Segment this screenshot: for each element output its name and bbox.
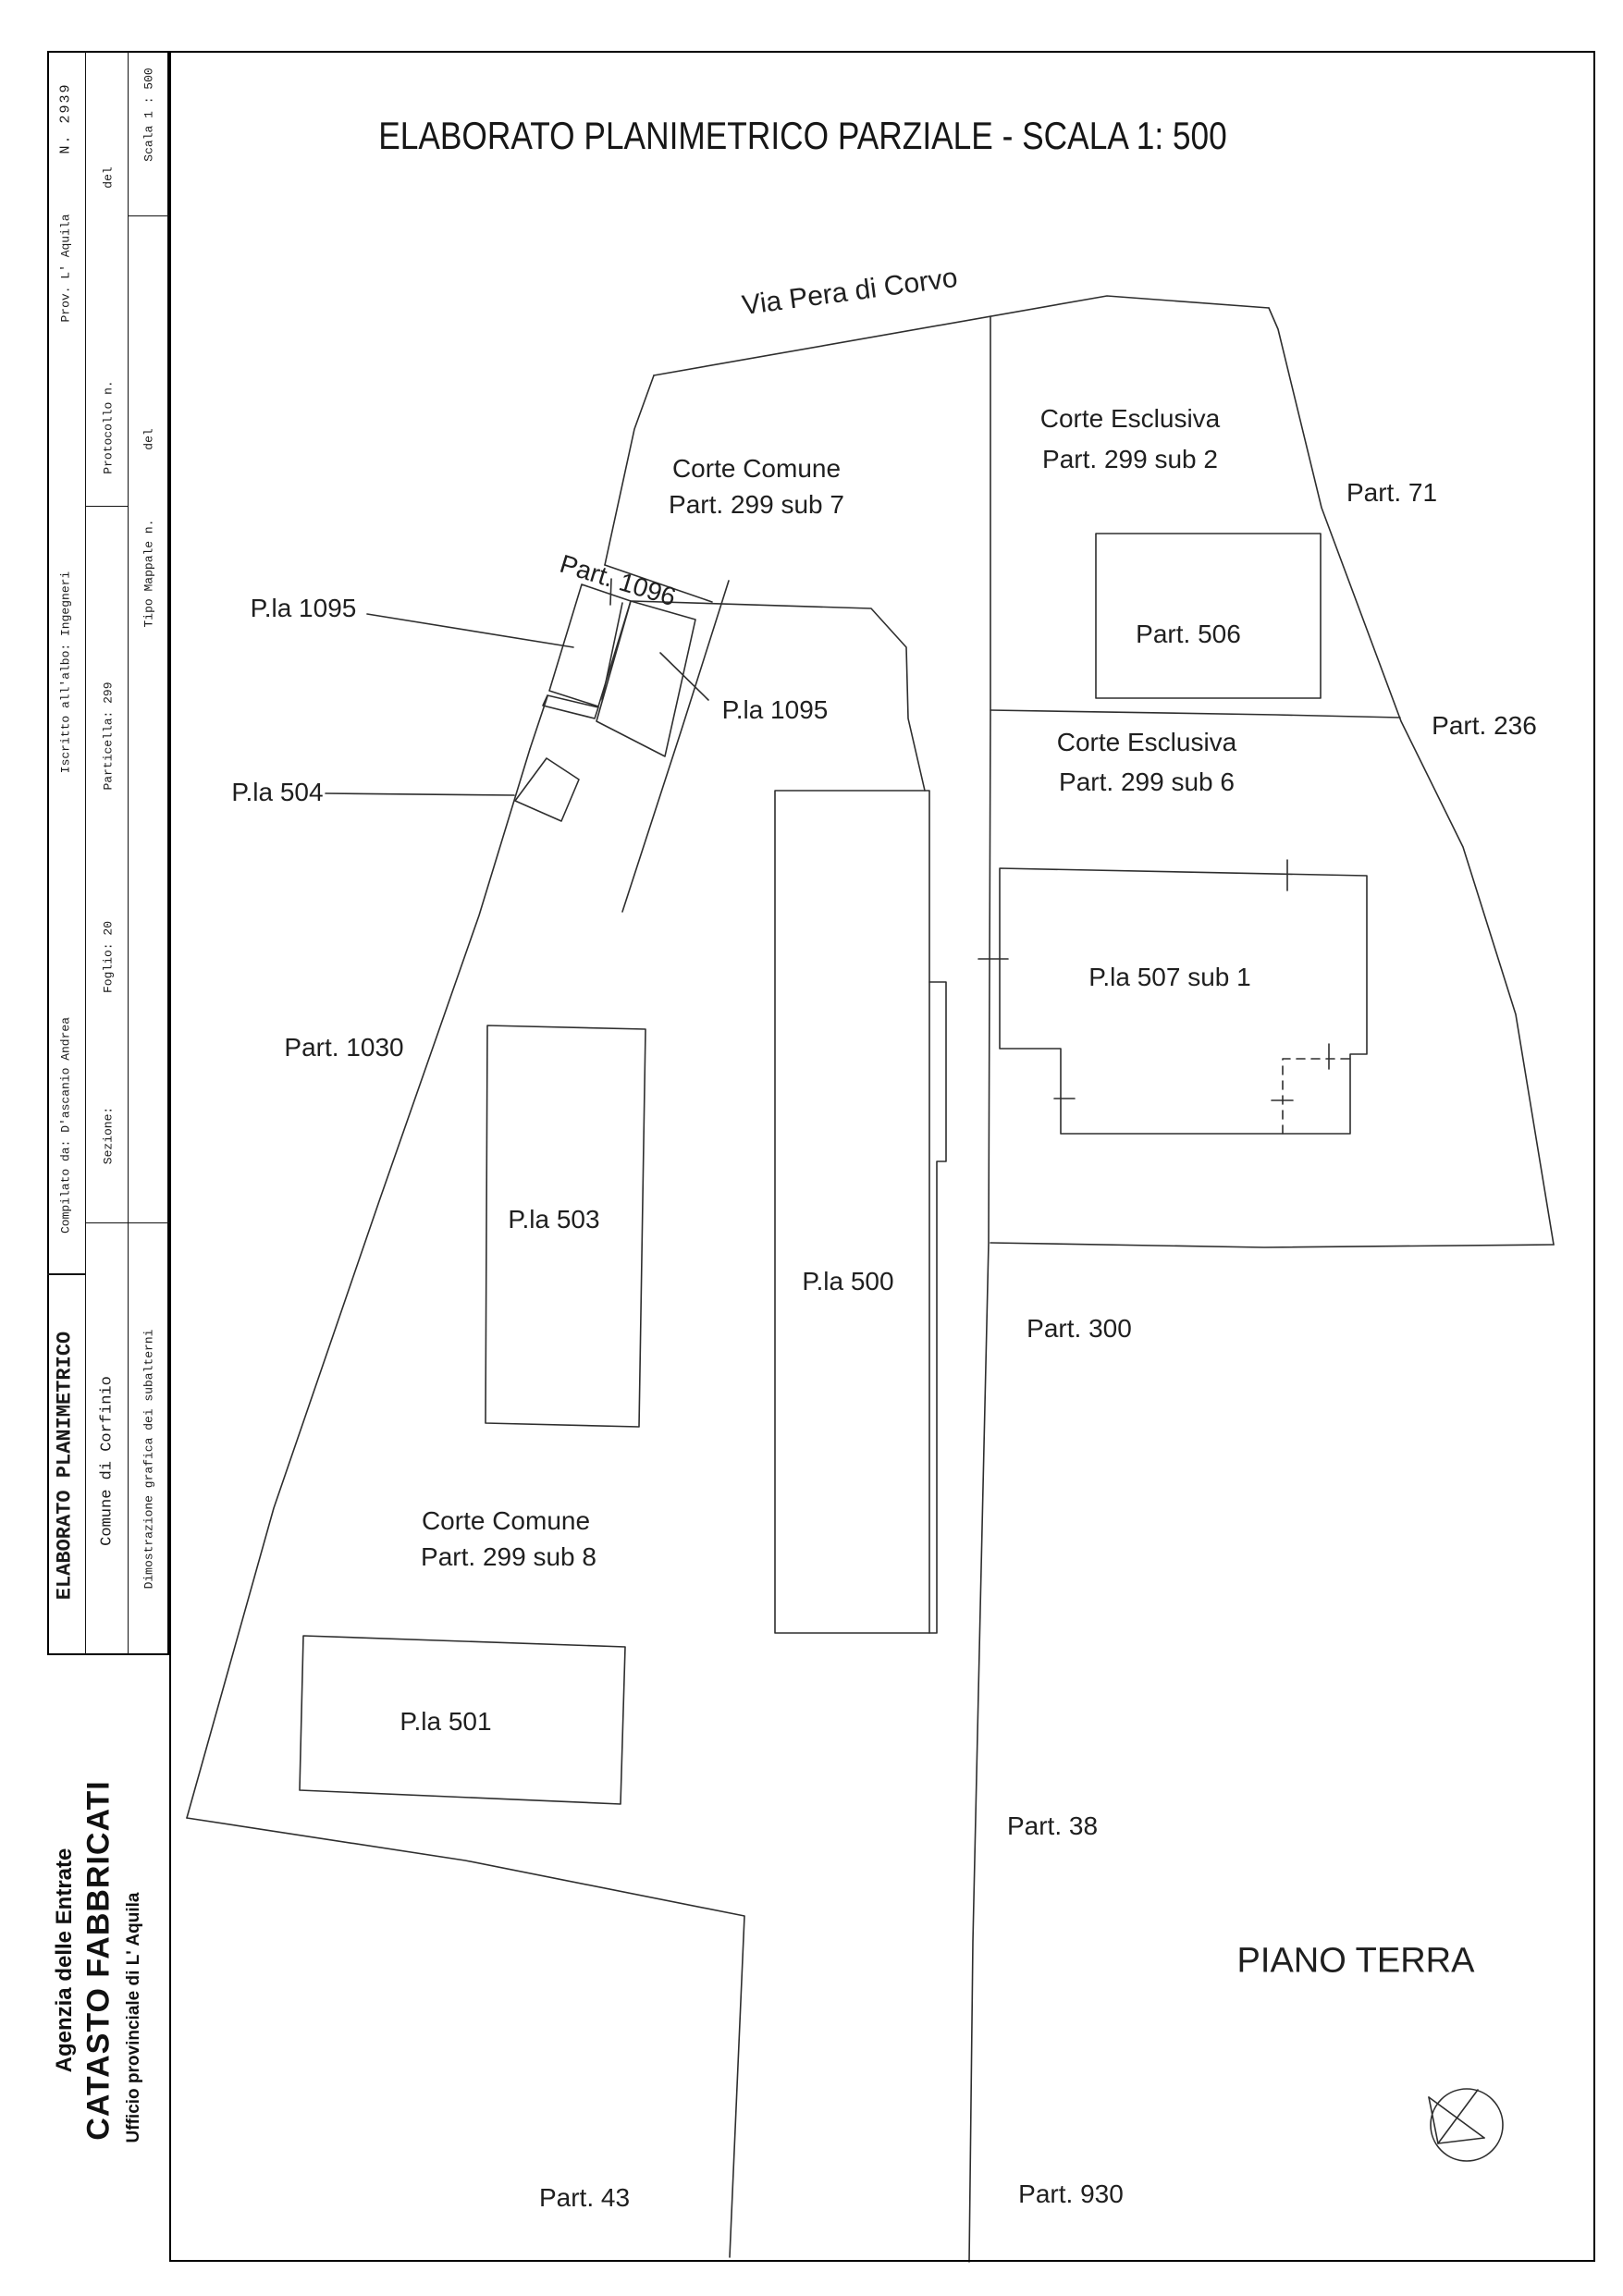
form-divider — [128, 51, 129, 1655]
form-cell-divider — [85, 506, 128, 507]
building-504 — [514, 757, 580, 822]
form-sezione: Sezione: — [101, 1106, 116, 1165]
building-507-dashed — [1282, 1058, 1351, 1135]
form-del-2: del — [141, 428, 156, 450]
form-doc-type: ELABORATO PLANIMETRICO — [53, 1331, 77, 1601]
agency-name: Agenzia delle Entrate — [52, 1848, 77, 2073]
form-cell-divider — [85, 1222, 169, 1223]
label-part-236: Part. 236 — [1432, 711, 1537, 740]
label-pla-503: P.la 503 — [508, 1205, 600, 1234]
building-500-annex — [928, 981, 947, 1634]
label-piano-terra: PIANO TERRA — [1236, 1941, 1475, 1981]
label-pla-501: P.la 501 — [400, 1707, 492, 1736]
divider-sub2-sub6 — [990, 709, 1401, 718]
label-corte-comune-sub8-1: Corte Comune — [421, 1506, 591, 1535]
label-pla-500: P.la 500 — [802, 1267, 894, 1295]
drawing-frame — [169, 51, 1595, 2262]
building-1095-upper — [548, 583, 632, 707]
label-corte-esclusiva-sub6-2: Part. 299 sub 6 — [1059, 767, 1235, 796]
boundary-central-vertical — [968, 315, 991, 2263]
building-503 — [485, 1025, 646, 1428]
label-pla-507-sub1: P.la 507 sub 1 — [1088, 963, 1251, 991]
label-part-71: Part. 71 — [1346, 478, 1438, 507]
leader-1095-upper — [366, 613, 574, 648]
wall-strip — [542, 694, 599, 719]
form-province: Prov. L' Aquila — [58, 214, 73, 323]
building-506 — [1095, 533, 1322, 699]
form-del-1: del — [101, 166, 116, 189]
boundary-part1030 — [186, 748, 531, 1819]
label-pla-1095-upper: P.la 1095 — [250, 594, 357, 622]
form-scala: Scala 1 : 500 — [141, 68, 156, 162]
label-part-1030: Part. 1030 — [284, 1033, 404, 1062]
parcel-left-edge — [604, 374, 655, 566]
building-1095-lower — [596, 600, 696, 757]
form-tipo-mappale: Tipo Mappale n. — [141, 519, 156, 628]
label-corte-comune-sub7-2: Part. 299 sub 7 — [669, 490, 844, 519]
parcel-connector — [604, 564, 713, 603]
form-foglio: Foglio: 20 — [101, 920, 116, 994]
label-pla-504: P.la 504 — [231, 778, 324, 806]
form-number: N. 2939 — [57, 82, 74, 154]
form-comune: Comune di Corfinio — [98, 1376, 117, 1546]
label-pla-1095-lower: P.la 1095 — [721, 695, 829, 724]
label-part-38: Part. 38 — [1006, 1811, 1099, 1840]
street-line — [653, 295, 1270, 376]
sheet-title: ELABORATO PLANIMETRICO PARZIALE - SCALA … — [378, 114, 1227, 157]
form-compiled-by: Compilato da: D'ascanio Andrea — [58, 1016, 73, 1234]
label-corte-comune-sub8-2: Part. 299 sub 8 — [421, 1542, 596, 1571]
form-dimostrazione: Dimostrazione grafica dei subalterni — [141, 1329, 156, 1590]
building-1095-divider — [601, 602, 623, 701]
label-part-930: Part. 930 — [1018, 2179, 1124, 2208]
agency-office: Ufficio provinciale di L' Aquila — [124, 1892, 143, 2143]
form-registered: Iscritto all'albo: Ingegneri — [58, 571, 73, 774]
leader-504 — [325, 792, 515, 796]
label-part-300: Part. 300 — [1027, 1314, 1132, 1343]
form-cell-divider — [128, 215, 169, 216]
label-part-506: Part. 506 — [1136, 620, 1241, 648]
agency-catasto: CATASTO FABBRICATI — [80, 1780, 117, 2141]
header-form-frame — [47, 51, 169, 1655]
leader-1095-lower — [659, 652, 709, 701]
form-divider — [85, 51, 86, 1655]
north-arrow-icon — [1428, 2088, 1504, 2162]
building-507 — [999, 867, 1368, 1135]
form-particella: Particella: 299 — [101, 681, 116, 791]
building-501 — [299, 1635, 626, 1805]
boundary-bottom — [186, 1817, 745, 2258]
boundary-courtyard — [631, 600, 926, 792]
parcel-inner-line — [621, 580, 730, 913]
label-corte-esclusiva-sub6-1: Corte Esclusiva — [1056, 728, 1237, 756]
form-protocollo: Protocollo n. — [101, 380, 116, 474]
form-cell-divider — [47, 1273, 85, 1275]
label-corte-esclusiva-sub2-2: Part. 299 sub 2 — [1042, 445, 1218, 473]
label-corte-comune-sub7-1: Corte Comune — [671, 454, 842, 483]
boundary-right-edge — [1268, 307, 1555, 1246]
tick-mark — [609, 578, 612, 606]
label-part-43: Part. 43 — [538, 2183, 631, 2212]
boundary-sub6-bottom — [990, 1242, 1555, 1248]
label-corte-esclusiva-sub2-1: Corte Esclusiva — [1039, 404, 1221, 433]
boundary-link — [529, 695, 548, 750]
